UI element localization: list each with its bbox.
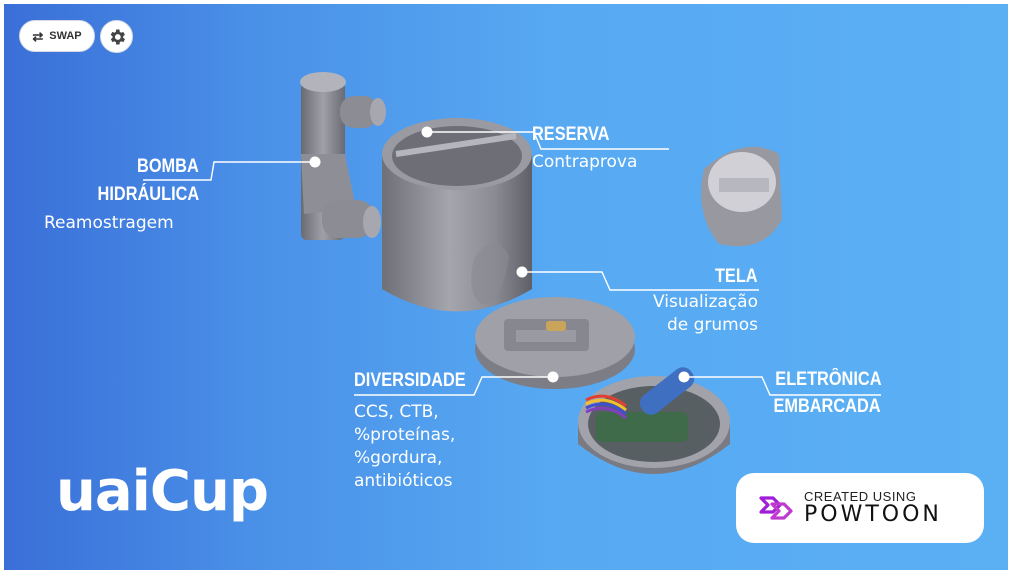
powtoon-badge[interactable]: CREATED USING POWTOON — [736, 473, 984, 543]
bomba-title-line2: HIDRÁULICA — [97, 184, 199, 205]
reservoir-cup-part — [382, 118, 532, 312]
callout-line-eletronica — [684, 376, 881, 396]
tela-subtitle-line2: de grumos — [666, 315, 758, 335]
electronics-base-part — [578, 367, 730, 474]
brand-logo-text: uaiCup — [56, 459, 269, 524]
settings-button[interactable] — [100, 20, 133, 53]
callout-line-bomba — [143, 161, 315, 181]
callout-dot-eletronica — [678, 371, 690, 383]
callout-dot-reserva — [421, 126, 433, 138]
callout-line-tela — [522, 271, 759, 291]
powtoon-created-using: CREATED USING — [804, 489, 917, 504]
reserva-subtitle: Contraprova — [532, 152, 638, 172]
callout-line-diversidade — [354, 376, 553, 396]
bomba-title-line1: BOMBA — [137, 156, 199, 177]
eletronica-title-line2: EMBARCADA — [773, 396, 881, 417]
swap-button[interactable]: ⇄ SWAP — [19, 20, 95, 52]
callout-line-reserva — [427, 131, 669, 150]
swap-button-label: SWAP — [49, 30, 82, 42]
diversidade-line-3: %gordura, — [354, 448, 443, 468]
powtoon-wordmark: POWTOON — [804, 502, 942, 527]
pump-part — [300, 72, 386, 240]
tela-title: TELA — [715, 266, 758, 287]
callout-dot-bomba — [309, 156, 321, 168]
diversidade-line-4: antibióticos — [354, 471, 453, 491]
exploded-device-illustration — [143, 72, 881, 474]
reserva-title: RESERVA — [532, 124, 610, 145]
diversidade-line-1: CCS, CTB, — [354, 402, 439, 422]
bomba-subtitle: Reamostragem — [44, 213, 174, 233]
swap-arrows-icon: ⇄ — [32, 28, 44, 44]
diversidade-title: DIVERSIDADE — [354, 370, 466, 391]
diversidade-line-2: %proteínas, — [354, 425, 456, 445]
display-plate-part — [475, 297, 635, 389]
eletronica-title-line1: ELETRÔNICA — [774, 369, 881, 390]
gear-icon — [110, 29, 125, 44]
presentation-canvas: ⇄ SWAP BOMBA HIDRÁULICA Reamostragem RES… — [4, 4, 1008, 570]
callout-dot-diversidade — [547, 371, 559, 383]
tela-subtitle-line1: Visualização — [653, 292, 758, 312]
callout-dot-tela — [516, 266, 528, 278]
powtoon-logo-icon — [759, 496, 793, 520]
screen-housing-part — [701, 146, 782, 247]
